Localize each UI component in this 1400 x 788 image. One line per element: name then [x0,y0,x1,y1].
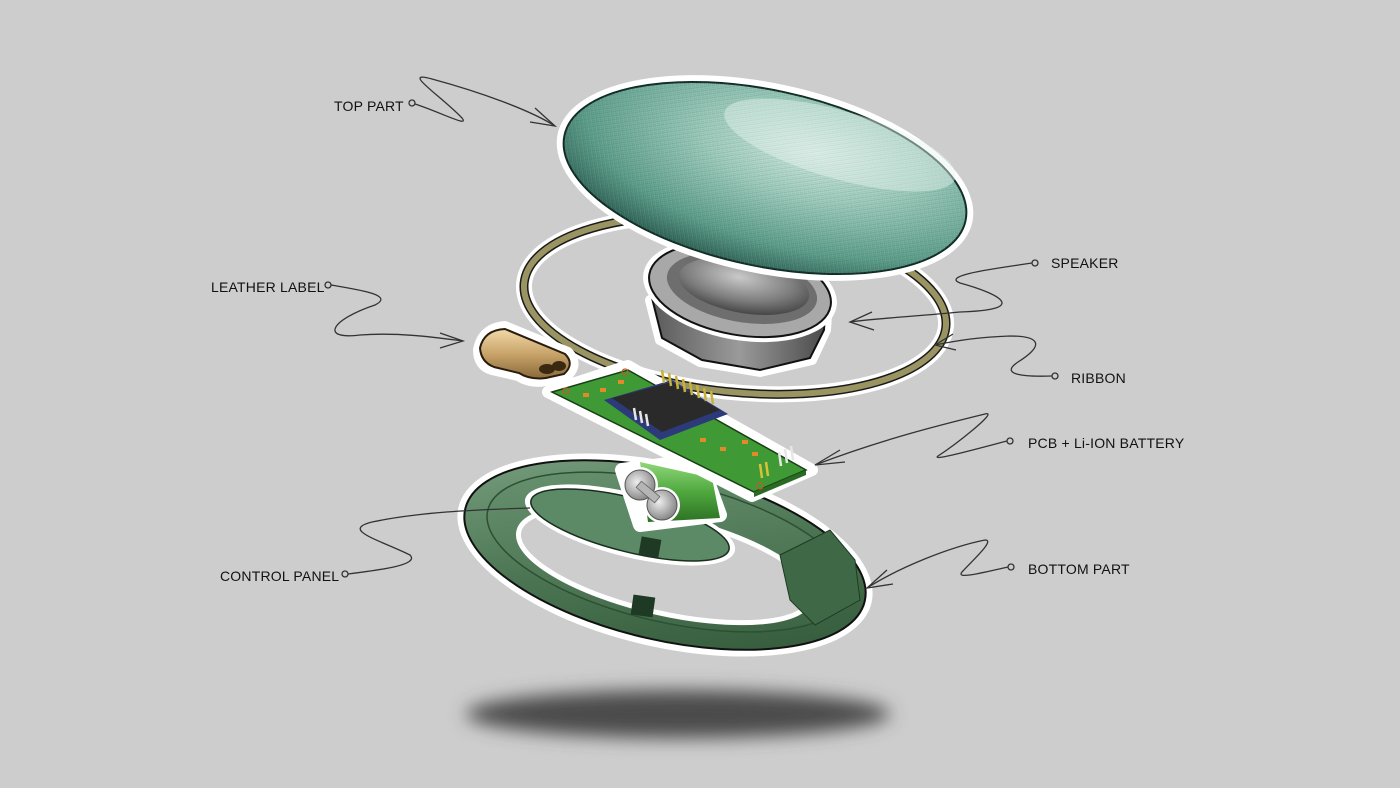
label-ribbon: RIBBON [1071,370,1126,386]
label-control-panel: CONTROL PANEL [220,568,340,584]
leader-lines [324,76,1059,589]
label-speaker: SPEAKER [1051,255,1119,271]
pcb-component [542,360,818,502]
label-top-part: TOP PART [334,98,404,114]
control-panel-component [524,484,736,566]
label-pcb-battery: PCB + Li-ION BATTERY [1028,435,1185,451]
top-part-component [556,75,974,281]
label-leather-label: LEATHER LABEL [211,279,325,295]
battery-component [615,453,727,532]
leather-label-component [473,321,579,387]
drop-shadow [466,690,890,738]
label-bottom-part: BOTTOM PART [1028,561,1130,577]
